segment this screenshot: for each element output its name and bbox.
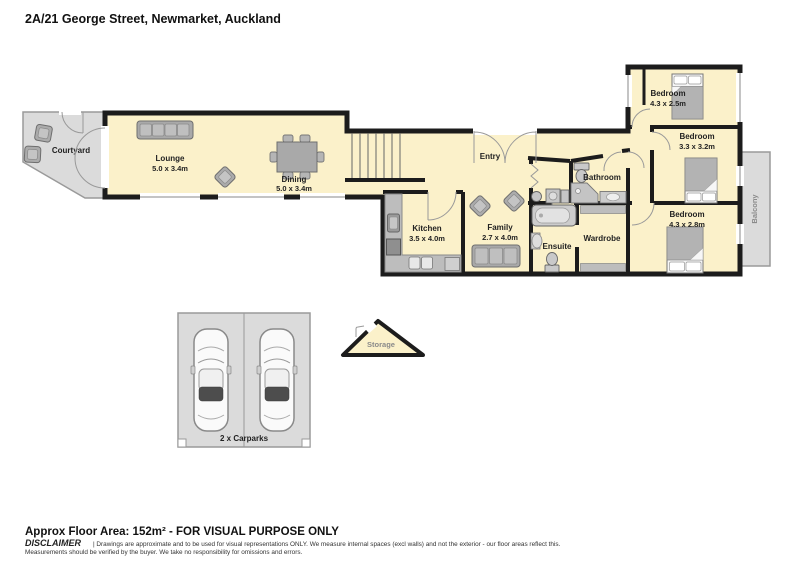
disclaimer-line2: Measurements should be verified by the b… bbox=[25, 549, 303, 556]
outdoor-chair bbox=[23, 145, 42, 164]
interior-walls bbox=[345, 125, 740, 274]
dining-table bbox=[276, 141, 318, 173]
courtyard-gate-opening bbox=[59, 108, 81, 115]
courtyard-door-opening bbox=[101, 126, 109, 188]
bathroom-fixtures bbox=[570, 162, 627, 204]
toilet-tank bbox=[573, 162, 590, 171]
laundry-fixtures bbox=[531, 188, 570, 204]
dining-furniture bbox=[269, 134, 325, 180]
footer: Approx Floor Area: 152m² - FOR VISUAL PU… bbox=[25, 526, 561, 556]
disclaimer-title: DISCLAIMER bbox=[25, 538, 82, 548]
entry-door-opening bbox=[473, 127, 537, 135]
wardrobe-shelf bbox=[580, 205, 626, 214]
room-label-dining: Dining bbox=[282, 175, 307, 184]
window-lines bbox=[140, 73, 741, 244]
room-label-bedroom1: Bedroom bbox=[650, 89, 685, 98]
stairs bbox=[351, 133, 401, 178]
laundry-bifold-door bbox=[530, 163, 539, 189]
carpark-post bbox=[301, 438, 311, 448]
room-dims-bedroom1: 4.3 x 2.5m bbox=[650, 99, 686, 108]
room-label-balcony: Balcony bbox=[750, 194, 759, 224]
balcony-area: Balcony bbox=[739, 151, 771, 267]
room-label-bathroom: Bathroom bbox=[583, 173, 621, 182]
kitchen-furniture bbox=[384, 193, 462, 273]
storage-area: Storage bbox=[341, 319, 425, 357]
balcony-floor bbox=[739, 151, 771, 267]
bedroom2-door-arc bbox=[651, 131, 671, 151]
room-label-courtyard: Courtyard bbox=[52, 146, 90, 155]
courtyard-gate-arc bbox=[61, 111, 84, 134]
room-dims-bedroom3: 4.3 x 2.8m bbox=[669, 220, 705, 229]
corner-shower bbox=[570, 182, 599, 204]
car bbox=[190, 328, 232, 432]
double-sink bbox=[421, 256, 433, 270]
dryer bbox=[560, 189, 570, 204]
bed bbox=[666, 226, 704, 274]
courtyard-area: Courtyard bbox=[22, 108, 109, 199]
lounge-furniture bbox=[136, 120, 237, 189]
storage-door-arc bbox=[355, 325, 365, 337]
entry-door-arc bbox=[504, 131, 537, 164]
carpark-post bbox=[177, 438, 187, 448]
sofa-cushions bbox=[139, 123, 190, 137]
toilet-bowl bbox=[546, 252, 558, 266]
door-arcs bbox=[74, 108, 671, 226]
dishwasher bbox=[444, 257, 460, 271]
car bbox=[256, 328, 298, 432]
bedroom1-door-arc bbox=[631, 108, 651, 128]
entry-door-arc bbox=[473, 131, 506, 164]
ensuite-basin bbox=[531, 233, 543, 249]
room-label-family: Family bbox=[487, 223, 513, 232]
lounge-door-arc bbox=[74, 127, 106, 159]
double-sink bbox=[408, 256, 421, 270]
lounge-door-arc bbox=[74, 157, 106, 189]
room-label-lounge: Lounge bbox=[156, 154, 185, 163]
carpark-area: 2 x Carparks bbox=[177, 312, 311, 448]
disclaimer-line1: | Drawings are approximate and to be use… bbox=[93, 541, 561, 548]
room-dims-dining: 5.0 x 3.4m bbox=[276, 184, 312, 193]
family-furniture bbox=[468, 189, 526, 268]
sofa-cushions bbox=[474, 247, 518, 265]
storage-door-opening bbox=[365, 321, 377, 334]
hallway-door-arc bbox=[627, 151, 645, 169]
shower-head bbox=[575, 188, 581, 194]
kitchen-door-arc bbox=[427, 191, 457, 221]
wardrobe-shelf bbox=[580, 263, 626, 272]
floor-area-text: Approx Floor Area: 152m² - FOR VISUAL PU… bbox=[25, 526, 339, 538]
room-label-carparks: 2 x Carparks bbox=[220, 434, 269, 443]
room-label-bedroom2: Bedroom bbox=[679, 132, 714, 141]
room-label-entry: Entry bbox=[480, 152, 501, 161]
room-dims-lounge: 5.0 x 3.4m bbox=[152, 164, 188, 173]
bedroom-furniture bbox=[666, 73, 718, 274]
sink-basin bbox=[389, 216, 398, 230]
outdoor-chair bbox=[33, 123, 54, 144]
room-dims-kitchen: 3.5 x 4.0m bbox=[409, 234, 445, 243]
room-label-ensuite: Ensuite bbox=[543, 242, 572, 251]
room-label-storage: Storage bbox=[367, 340, 395, 349]
room-label-wardrobe: Wardrobe bbox=[583, 234, 621, 243]
ensuite-fixtures bbox=[530, 204, 577, 273]
bathtub-inner bbox=[535, 207, 570, 224]
bath-drain bbox=[539, 213, 543, 218]
bed bbox=[671, 73, 704, 120]
vanity-basin bbox=[606, 192, 620, 202]
toilet-tank bbox=[544, 264, 560, 273]
laundry-tub bbox=[531, 191, 542, 202]
oven bbox=[386, 238, 401, 256]
room-dims-family: 2.7 x 4.0m bbox=[482, 233, 518, 242]
storage-floor bbox=[341, 319, 425, 357]
bed bbox=[684, 157, 718, 204]
room-label-bedroom3: Bedroom bbox=[669, 210, 704, 219]
room-labels: Lounge 5.0 x 3.4m Dining 5.0 x 3.4m Entr… bbox=[152, 89, 715, 251]
washer-door bbox=[548, 191, 558, 201]
room-dims-bedroom2: 3.3 x 3.2m bbox=[679, 142, 715, 151]
room-label-kitchen: Kitchen bbox=[412, 224, 441, 233]
wardrobe-fixtures bbox=[580, 205, 626, 272]
toilet-bowl bbox=[575, 169, 588, 183]
bathroom-door-arc bbox=[603, 151, 622, 172]
page-title: 2A/21 George Street, Newmarket, Auckland bbox=[25, 12, 281, 26]
bedroom3-door-arc bbox=[631, 202, 655, 226]
floor-outline bbox=[102, 64, 743, 277]
